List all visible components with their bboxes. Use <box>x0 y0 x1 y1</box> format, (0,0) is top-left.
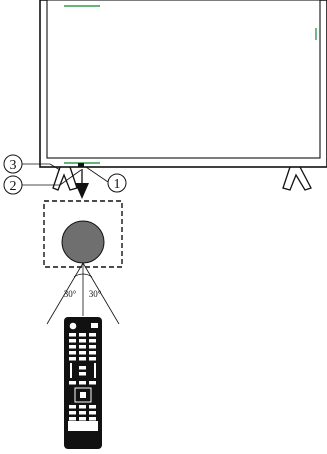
callout-2-label: 2 <box>10 179 17 194</box>
callout-1-label: 1 <box>114 177 121 192</box>
remote-key <box>89 339 96 343</box>
callout-3-label: 3 <box>10 158 17 173</box>
remote-key <box>79 417 86 421</box>
ir-receiver-window <box>78 163 84 167</box>
tv-screen <box>47 0 320 158</box>
remote-control-icon <box>64 317 102 449</box>
angle-right-label: 30° <box>89 289 102 299</box>
callout-1-leader <box>86 167 108 182</box>
remote-key <box>89 417 96 421</box>
remote-key <box>69 405 76 409</box>
remote-power-key <box>70 323 77 330</box>
remote-key <box>69 333 76 337</box>
remote-key <box>89 381 96 385</box>
remote-key <box>89 411 96 415</box>
arrow-head <box>75 183 89 199</box>
remote-key <box>89 333 96 337</box>
remote-bottom-panel <box>68 421 98 431</box>
remote-key <box>69 351 76 355</box>
reception-angle <box>47 263 119 324</box>
remote-key <box>69 417 76 421</box>
remote-key <box>79 411 86 415</box>
remote-key <box>69 339 76 343</box>
remote-key <box>89 357 96 361</box>
remote-key <box>79 345 86 349</box>
remote-key <box>79 366 86 370</box>
remote-key <box>69 345 76 349</box>
ir-sensor-icon <box>62 221 104 263</box>
remote-key <box>79 351 86 355</box>
tv-outline-icon <box>40 0 327 167</box>
remote-key <box>89 351 96 355</box>
tv-right-foot <box>283 167 311 190</box>
callout-2: 2 <box>4 170 81 194</box>
remote-key <box>79 333 86 337</box>
remote-key <box>79 357 86 361</box>
arrow-down-icon <box>75 169 89 199</box>
remote-dpad-ok <box>80 392 86 398</box>
remote-key <box>79 381 86 385</box>
remote-key <box>79 372 86 376</box>
sensor-detail <box>44 201 122 267</box>
tv-left-foot <box>53 167 77 190</box>
remote-key <box>79 405 86 409</box>
remote-top-key <box>91 323 98 328</box>
remote-key <box>69 411 76 415</box>
remote-key <box>69 381 76 385</box>
remote-key <box>79 339 86 343</box>
callout-1: 1 <box>86 167 126 192</box>
remote-key <box>89 345 96 349</box>
remote-key <box>89 405 96 409</box>
remote-key <box>69 357 76 361</box>
angle-left-label: 30° <box>64 289 77 299</box>
